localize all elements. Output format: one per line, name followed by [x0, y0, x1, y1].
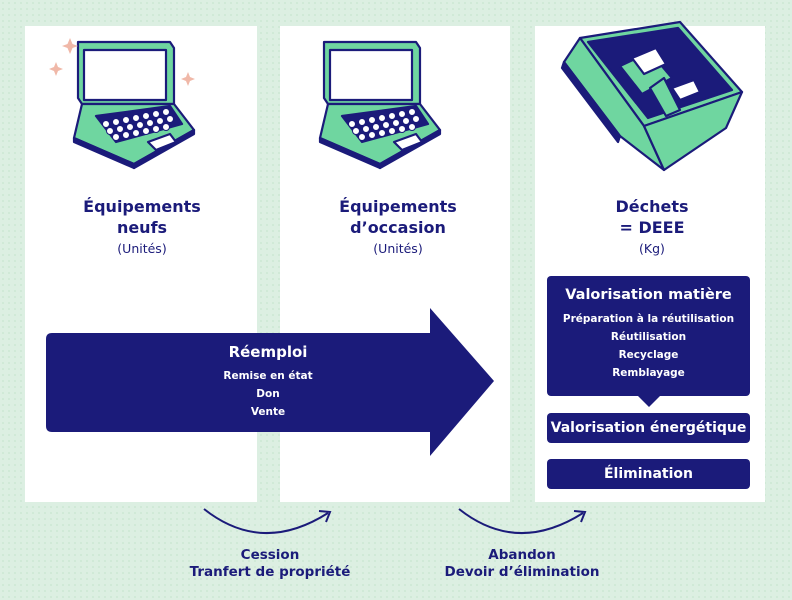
unit-waste: (Kg) — [639, 241, 665, 256]
valorisation-item: Réutilisation — [610, 331, 687, 343]
elimination-box: Élimination — [547, 459, 750, 489]
reemploi-arrow — [46, 308, 494, 456]
valorisation-energetique-box: Valorisation énergétique — [547, 413, 750, 443]
reemploi-item: Don — [256, 388, 280, 400]
abandon-curve-arrow-icon — [458, 508, 587, 534]
down-arrow-icon — [637, 395, 661, 407]
laptop-new-icon — [49, 38, 196, 170]
valorisation-item: Recyclage — [618, 349, 679, 361]
reemploi-item: Vente — [250, 406, 286, 418]
valorisation-matiere-title: Valorisation matière — [565, 287, 732, 303]
reemploi-item: Remise en état — [223, 370, 313, 382]
valorisation-matiere-box: Valorisation matière Préparation à la ré… — [547, 276, 750, 396]
unit-new-equipment: (Unités) — [117, 241, 167, 256]
unit-used-equipment: (Unités) — [373, 241, 423, 256]
reemploi-title: Réemploi — [228, 343, 308, 361]
transfer-curve-arrow-icon — [203, 508, 332, 534]
valorisation-item: Remblayage — [612, 367, 685, 379]
title-waste: Déchets= DEEE — [615, 197, 689, 237]
valorisation-item: Préparation à la réutilisation — [562, 313, 735, 325]
waste-bin-icon — [560, 20, 744, 172]
laptop-used-icon — [318, 40, 442, 170]
